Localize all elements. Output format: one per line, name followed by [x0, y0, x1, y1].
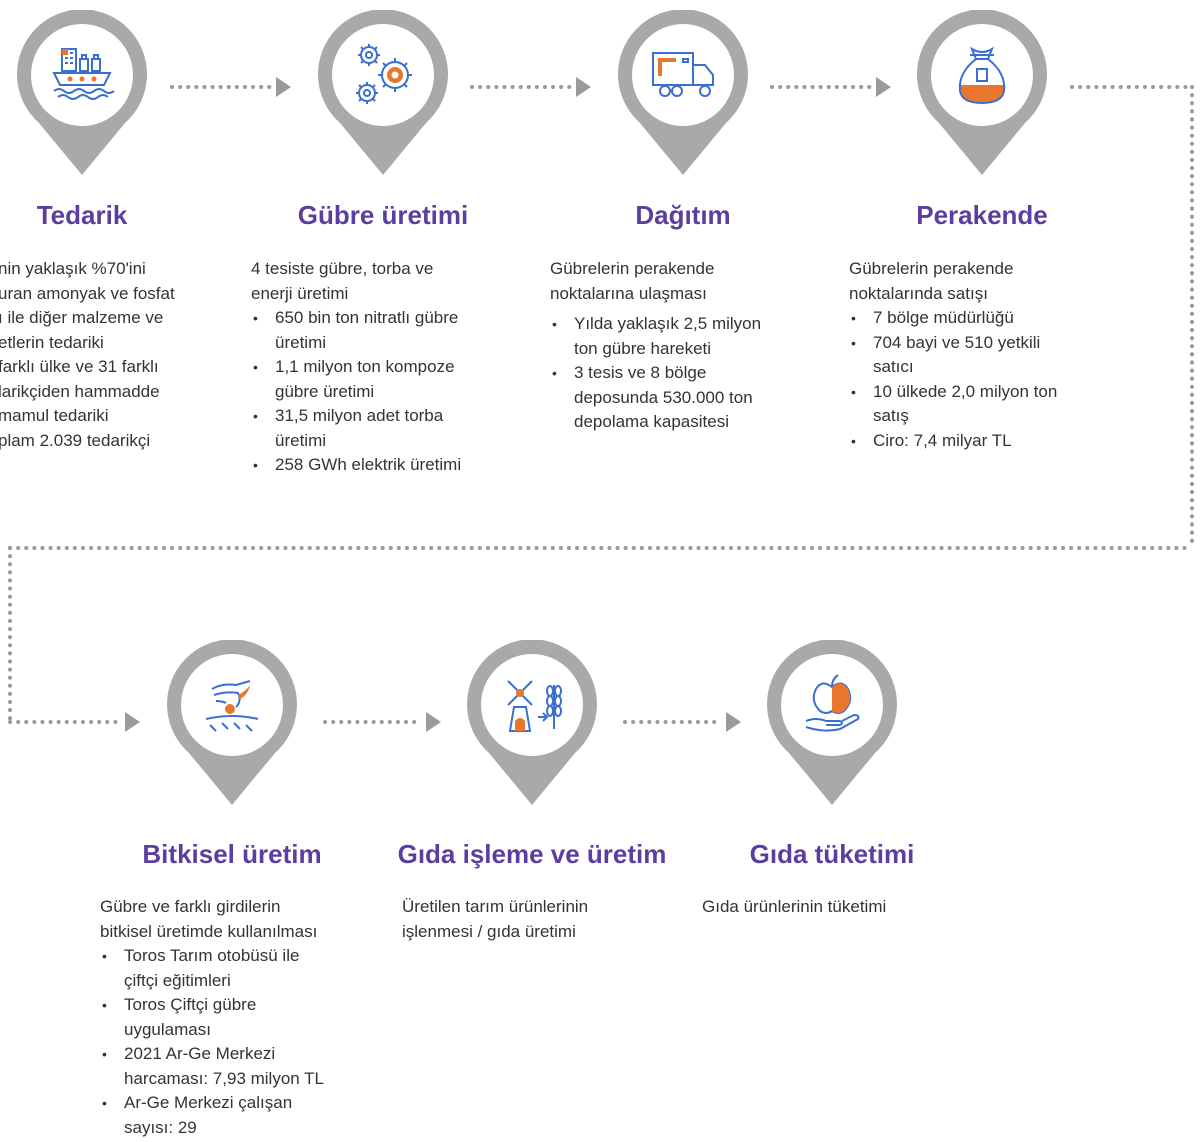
list-item: nin yaklaşık %70'ini	[0, 259, 146, 278]
list-item: 31,5 milyon adet torba üretimi	[251, 404, 511, 453]
step-description: 4 tesiste gübre, torba ve enerji üretimi…	[251, 257, 511, 478]
list-item: 704 bayi ve 510 yetkili satıcı	[849, 331, 1109, 380]
list-item: Ciro: 7,4 milyar TL	[849, 429, 1109, 454]
step-pin-gida-tuketimi	[767, 640, 897, 805]
step-intro: 4 tesiste gübre, torba ve enerji üretimi	[251, 259, 434, 303]
step-title: Dağıtım	[635, 200, 731, 230]
list-item: etlerin tedariki	[0, 332, 104, 352]
list-item: 1,1 milyon ton kompoze gübre üretimi	[251, 355, 511, 404]
step-title: Gıda işleme ve üretim	[397, 839, 667, 869]
step-intro: Gıda ürünlerinin tüketimi	[702, 897, 887, 916]
list-item: ı ile diğer malzeme ve	[0, 308, 164, 327]
planting-hand-icon	[205, 680, 259, 732]
step-title: Bitkisel üretim	[142, 839, 322, 869]
list-item: larikçiden hammadde	[0, 381, 160, 401]
list-item: 650 bin ton nitratlı gübre üretimi	[251, 306, 511, 355]
step-description: nin yaklaşık %70'ini uran amonyak ve fos…	[0, 257, 223, 453]
step-intro: Gübre ve farklı girdilerin bitkisel üret…	[100, 897, 318, 941]
step-intro: Gübrelerin perakende noktalarında satışı	[849, 259, 1014, 303]
list-item: uran amonyak ve fosfat	[0, 283, 175, 303]
step-pin-gida-isleme	[467, 640, 597, 805]
list-item: Ar-Ge Merkezi çalışan sayısı: 29	[100, 1091, 370, 1140]
step-description: Gübrelerin perakende noktalarında satışı…	[849, 257, 1109, 453]
list-item: Yılda yaklaşık 2,5 milyon ton gübre hare…	[550, 312, 810, 361]
list-item: Toros Tarım otobüsü ile çiftçi eğitimler…	[100, 944, 370, 993]
step-pin-bitkisel-uretim	[167, 640, 297, 805]
list-item: mamul tedariki	[0, 406, 109, 425]
step-description: Üretilen tarım ürünlerinin işlenmesi / g…	[402, 895, 662, 944]
sack-icon	[958, 46, 1006, 105]
step-title: Perakende	[916, 200, 1048, 230]
step-pin-tedarik	[17, 10, 147, 175]
step-pin-dagitim	[618, 10, 748, 175]
step-intro: Üretilen tarım ürünlerinin işlenmesi / g…	[402, 897, 589, 941]
step-description: Gübre ve farklı girdilerin bitkisel üret…	[100, 895, 370, 1140]
list-item: Toros Çiftçi gübre uygulaması	[100, 993, 370, 1042]
list-item: plam 2.039 tedarikçi	[0, 430, 151, 450]
step-pin-gubre-uretimi	[318, 10, 448, 175]
truck-icon	[652, 52, 714, 97]
ship-icon	[52, 48, 115, 100]
list-item: 10 ülkede 2,0 milyon ton satış	[849, 380, 1109, 429]
gears-icon	[356, 44, 412, 104]
list-item: 258 GWh elektrik üretimi	[251, 453, 511, 478]
step-description: Gübrelerin perakende noktalarına ulaşmas…	[550, 257, 810, 435]
step-title: Tedarik	[36, 200, 128, 230]
list-item: farklı ülke ve 31 farklı	[0, 357, 159, 376]
list-item: 3 tesis ve 8 bölge deposunda 530.000 ton…	[550, 361, 810, 435]
step-title: Gübre üretimi	[297, 200, 469, 230]
step-intro: Gübrelerin perakende noktalarına ulaşmas…	[550, 259, 715, 303]
apple-hand-icon	[805, 674, 860, 732]
list-item: 2021 Ar-Ge Merkezi harcaması: 7,93 milyo…	[100, 1042, 370, 1091]
list-item: 7 bölge müdürlüğü	[849, 306, 1109, 331]
step-title: Gıda tüketimi	[749, 839, 915, 869]
step-pin-perakende	[917, 10, 1047, 175]
step-description: Gıda ürünlerinin tüketimi	[702, 895, 962, 920]
windmill-wheat-icon	[507, 680, 562, 732]
